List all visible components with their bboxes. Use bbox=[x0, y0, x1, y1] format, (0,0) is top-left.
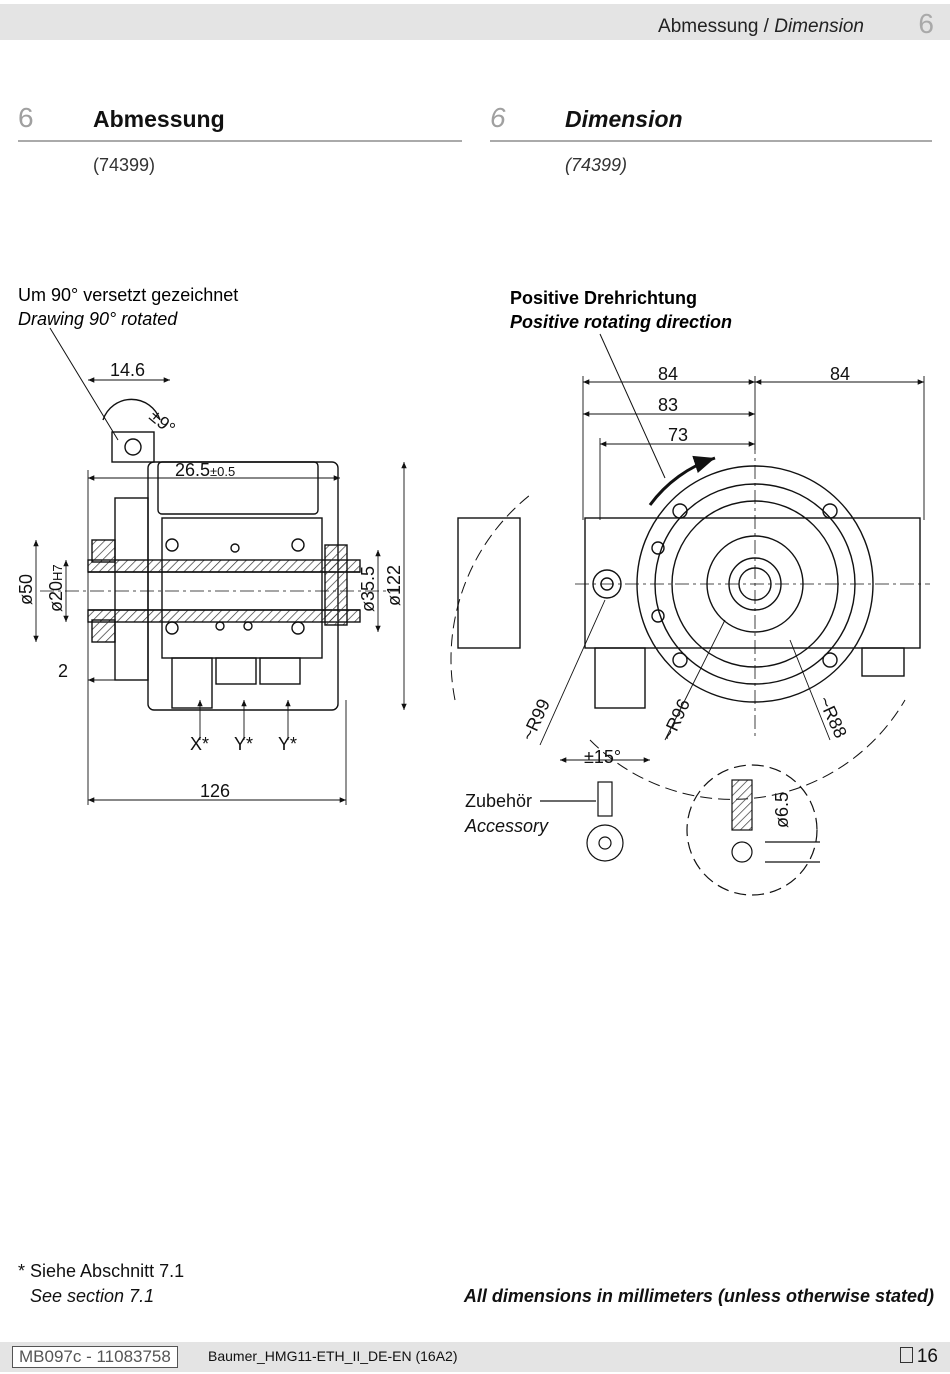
dim-angle-9: ±9° bbox=[145, 406, 179, 439]
accessory-label-de: Zubehör bbox=[465, 791, 532, 811]
side-view bbox=[40, 398, 400, 711]
product-code: (74399) bbox=[565, 155, 628, 175]
side-dimensions bbox=[33, 377, 407, 805]
document-id: MB097c - 11083758 bbox=[12, 1346, 178, 1368]
page-footer: MB097c - 11083758 Baumer_HMG11-ETH_II_DE… bbox=[0, 1342, 950, 1372]
rotation-arrow bbox=[648, 455, 716, 506]
label-y: Y* bbox=[234, 734, 253, 754]
dim-r88: ~R88 bbox=[814, 693, 851, 741]
dim-84: 84 bbox=[830, 364, 850, 384]
front-dimensions bbox=[539, 376, 925, 763]
dimension-drawing: Um 90° versetzt gezeichnet Drawing 90° r… bbox=[16, 285, 930, 896]
section-number: 6 bbox=[18, 102, 34, 133]
dim-d35-5: ø35.5 bbox=[358, 566, 378, 612]
rotation-note-de: Positive Drehrichtung bbox=[510, 288, 697, 308]
dim-26-5: 26.5±0.5 bbox=[175, 460, 235, 480]
document-file: Baumer_HMG11-ETH_II_DE-EN (16A2) bbox=[208, 1348, 458, 1364]
section-heading-en: 6 Dimension bbox=[490, 102, 932, 142]
header-section-number: 6 bbox=[918, 8, 934, 39]
front-view bbox=[450, 465, 921, 800]
label-x: X* bbox=[190, 734, 209, 754]
dim-d122: ø122 bbox=[384, 565, 404, 606]
dim-2: 2 bbox=[58, 661, 68, 681]
dim-angle-15: ±15° bbox=[584, 747, 621, 767]
dim-d50: ø50 bbox=[16, 574, 36, 605]
accessory-label-en: Accessory bbox=[464, 816, 549, 836]
leader-line bbox=[599, 333, 666, 479]
dim-d6-5: ø6.5 bbox=[772, 792, 792, 828]
accessory-part bbox=[540, 764, 820, 896]
product-code: (74399) bbox=[93, 155, 156, 175]
units-note: All dimensions in millimeters (unless ot… bbox=[463, 1286, 934, 1306]
page-header: Abmessung / Dimension 6 bbox=[0, 4, 950, 40]
label-y: Y* bbox=[278, 734, 297, 754]
rotation-note-en: Positive rotating direction bbox=[510, 312, 732, 332]
dim-73: 73 bbox=[668, 425, 688, 445]
dim-r99: ~R99 bbox=[517, 696, 554, 744]
page-icon bbox=[899, 1347, 913, 1363]
section-title: Dimension bbox=[565, 106, 683, 132]
section-heading-de: 6 Abmessung bbox=[18, 102, 462, 142]
dim-14-6: 14.6 bbox=[110, 360, 145, 380]
leader-line bbox=[49, 327, 119, 441]
section-title: Abmessung bbox=[93, 106, 225, 132]
header-title: Abmessung / Dimension bbox=[658, 16, 864, 37]
footnote-de: * Siehe Abschnitt 7.1 bbox=[18, 1261, 185, 1281]
dim-d20: ø20H7 bbox=[46, 564, 66, 612]
dim-84: 84 bbox=[658, 364, 678, 384]
page-number: 16 bbox=[899, 1346, 938, 1368]
section-number: 6 bbox=[490, 102, 506, 133]
rotated-note-de: Um 90° versetzt gezeichnet bbox=[18, 285, 238, 305]
dim-83: 83 bbox=[658, 395, 678, 415]
footnote-en: See section 7.1 bbox=[30, 1286, 155, 1306]
rotated-note-en: Drawing 90° rotated bbox=[18, 309, 178, 329]
dim-r96: ~R96 bbox=[657, 696, 694, 744]
dim-126: 126 bbox=[200, 781, 230, 801]
